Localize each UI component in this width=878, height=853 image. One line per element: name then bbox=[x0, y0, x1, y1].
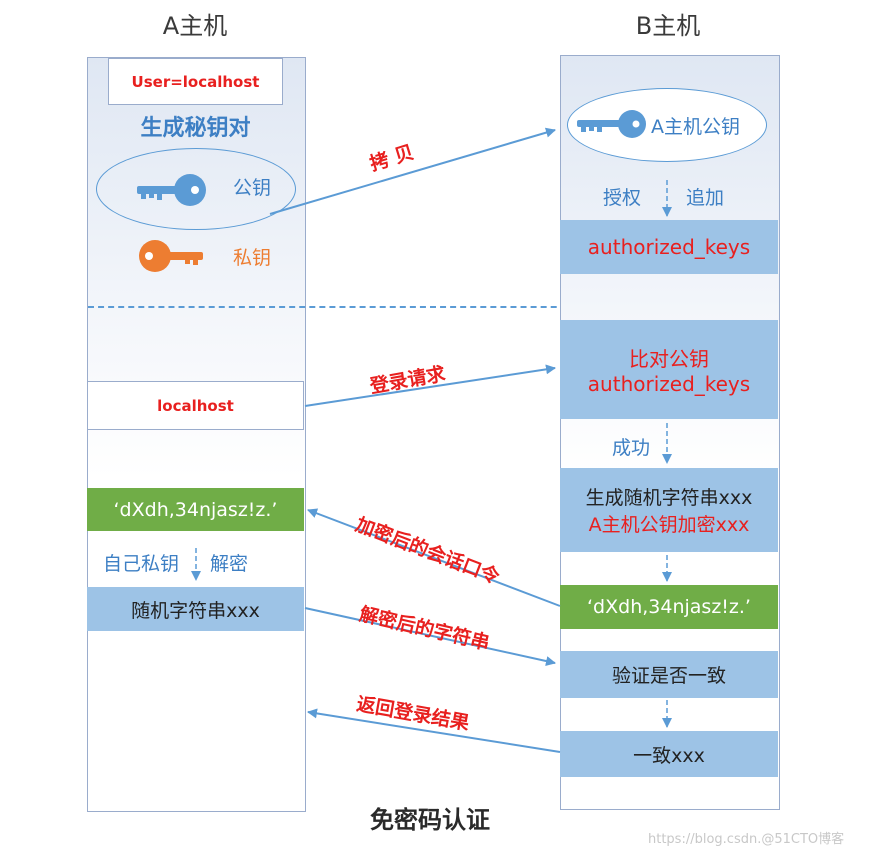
watermark: https://blog.csdn.@51CTO博客 bbox=[648, 832, 845, 847]
arrow-encrypted-session bbox=[307, 508, 561, 607]
authorize-label: 授权 bbox=[603, 187, 642, 209]
generate-line-1: 生成随机字符串xxx bbox=[585, 487, 753, 509]
compare-line-1: 比对公钥 bbox=[629, 347, 709, 371]
host-a-title: A主机 bbox=[162, 12, 228, 40]
authorized-keys-box: authorized_keys bbox=[560, 220, 778, 274]
own-private-key-label: 自己私钥 bbox=[103, 553, 180, 575]
append-label: 追加 bbox=[686, 187, 725, 209]
encrypted-session-box-b: ‘dXdh,34njasz!z.’ bbox=[560, 585, 778, 629]
host-b-title: B主机 bbox=[635, 12, 701, 40]
separator-dashed bbox=[88, 306, 778, 308]
arrow-return-result bbox=[307, 708, 561, 753]
random-string-box-a: 随机字符串xxx bbox=[87, 587, 304, 631]
keygen-title: 生成秘钥对 bbox=[140, 116, 251, 141]
compare-box: 比对公钥 authorized_keys bbox=[560, 320, 778, 419]
private-key-label: 私钥 bbox=[233, 247, 272, 269]
generate-box: 生成随机字符串xxx A主机公钥加密xxx bbox=[560, 468, 778, 552]
localhost-box: localhost bbox=[87, 381, 304, 430]
user-label-box: User=localhost bbox=[108, 58, 283, 105]
arrow-login-request bbox=[304, 364, 556, 407]
key-icon-private bbox=[139, 240, 203, 272]
encrypted-session-box-a: ‘dXdh,34njasz!z.’ bbox=[87, 488, 304, 531]
arrow-copy bbox=[269, 127, 556, 215]
compare-line-2: authorized_keys bbox=[587, 372, 751, 396]
footer-caption: 免密码认证 bbox=[370, 806, 490, 834]
a-public-key-label: A主机公钥 bbox=[651, 116, 740, 138]
success-label: 成功 bbox=[612, 437, 651, 459]
key-icon-public bbox=[137, 174, 206, 206]
consistent-box: 一致xxx bbox=[560, 731, 778, 777]
arrow-decrypted-string bbox=[304, 607, 556, 666]
public-key-label: 公钥 bbox=[233, 177, 272, 199]
key-icon-b bbox=[577, 110, 646, 138]
decrypt-label: 解密 bbox=[210, 553, 249, 575]
public-key-ellipse bbox=[96, 148, 296, 230]
verify-box: 验证是否一致 bbox=[560, 651, 778, 698]
generate-line-2: A主机公钥加密xxx bbox=[588, 514, 750, 536]
